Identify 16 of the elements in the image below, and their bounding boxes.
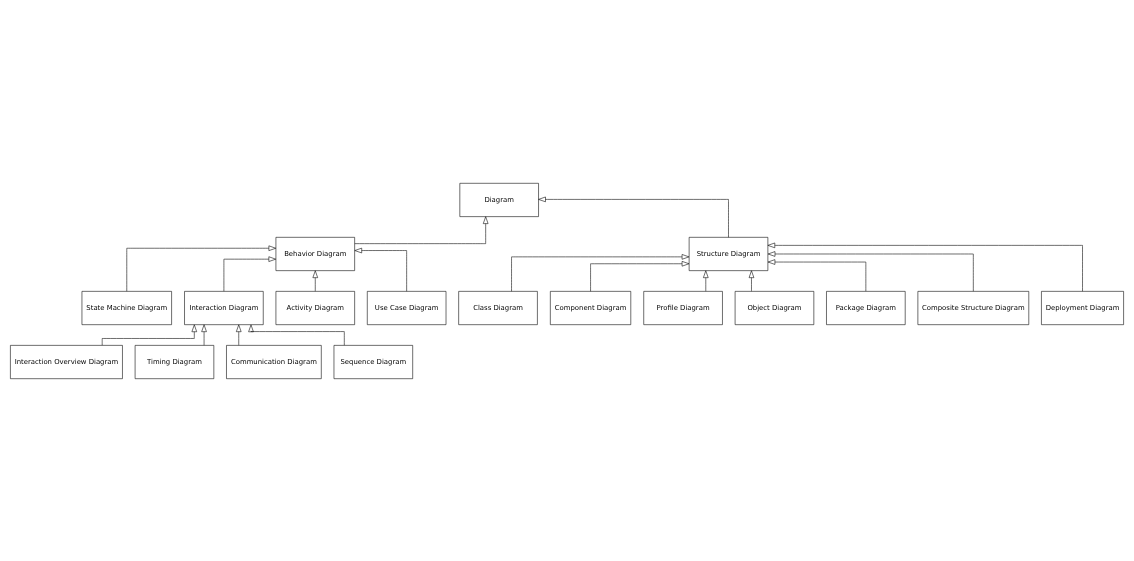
arrow: [590, 260, 690, 292]
arrow: [748, 270, 755, 291]
arrow: [354, 215, 489, 244]
arrow: [767, 258, 867, 291]
arrow: [126, 245, 277, 291]
arrow: [236, 324, 242, 346]
arrow: [767, 250, 974, 291]
arrow: [101, 324, 197, 345]
arrow: [538, 196, 729, 238]
arrow: [312, 270, 318, 291]
arrow: [201, 324, 207, 346]
arrow: [354, 247, 407, 292]
arrow: [511, 253, 690, 292]
arrow: [767, 242, 1083, 291]
arrow: [223, 255, 276, 291]
arrow: [703, 270, 709, 291]
